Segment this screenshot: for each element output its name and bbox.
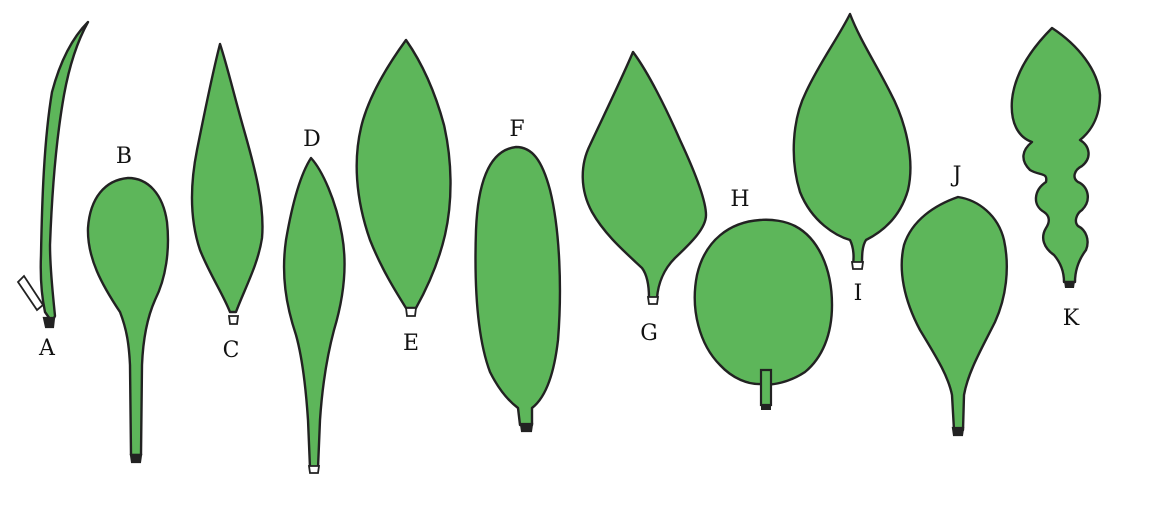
leaf-b-blade: [88, 178, 168, 455]
leaf-i-blade: [794, 14, 911, 264]
label-b: B: [116, 144, 132, 169]
leaf-g-petiole-end: [648, 297, 658, 304]
leaf-c-blade: [192, 44, 262, 312]
label-a: A: [38, 336, 56, 361]
leaf-h-blade: [695, 220, 832, 385]
leaf-g-blade: [583, 52, 706, 298]
leaf-k-blade: [1012, 28, 1100, 282]
leaf-j-petiole-end: [953, 428, 963, 435]
label-g: G: [640, 321, 658, 346]
leaf-c: [192, 44, 262, 324]
label-e: E: [403, 331, 419, 356]
leaf-b: [88, 178, 168, 462]
leaf-d-petiole-end: [309, 466, 319, 473]
leaf-i: [794, 14, 911, 269]
leaf-a-blade: [41, 22, 88, 322]
label-i: I: [854, 281, 863, 306]
label-j: J: [951, 163, 962, 188]
leaf-e-petiole-end: [406, 308, 416, 316]
leaf-h-petiole: [761, 370, 771, 405]
leaf-a: [18, 22, 88, 327]
leaf-k: [1012, 28, 1100, 288]
leaf-e-blade: [357, 40, 451, 308]
leaf-d-blade: [284, 158, 345, 468]
label-f: F: [509, 117, 524, 142]
leaf-g: [583, 52, 706, 304]
leaf-k-petiole-end: [1064, 281, 1075, 288]
leaf-a-sheath: [18, 276, 43, 310]
leaf-i-petiole-end: [852, 262, 863, 269]
leaf-f-petiole-end: [521, 424, 532, 431]
label-k: K: [1063, 306, 1080, 331]
leaf-d: [284, 158, 345, 473]
leaf-b-petiole-end: [131, 455, 141, 462]
leaf-j: [902, 197, 1007, 435]
label-d: D: [303, 127, 321, 152]
label-c: C: [223, 338, 240, 363]
leaf-c-petiole-end: [229, 316, 238, 324]
leaf-e: [357, 40, 451, 316]
leaf-h-petiole-end: [761, 404, 771, 410]
leaf-h: [695, 220, 832, 410]
label-h: H: [730, 187, 749, 212]
leaf-a-base: [44, 318, 54, 327]
leaf-f: [476, 147, 560, 431]
leaf-j-blade: [902, 197, 1007, 430]
leaf-f-blade: [476, 147, 560, 425]
